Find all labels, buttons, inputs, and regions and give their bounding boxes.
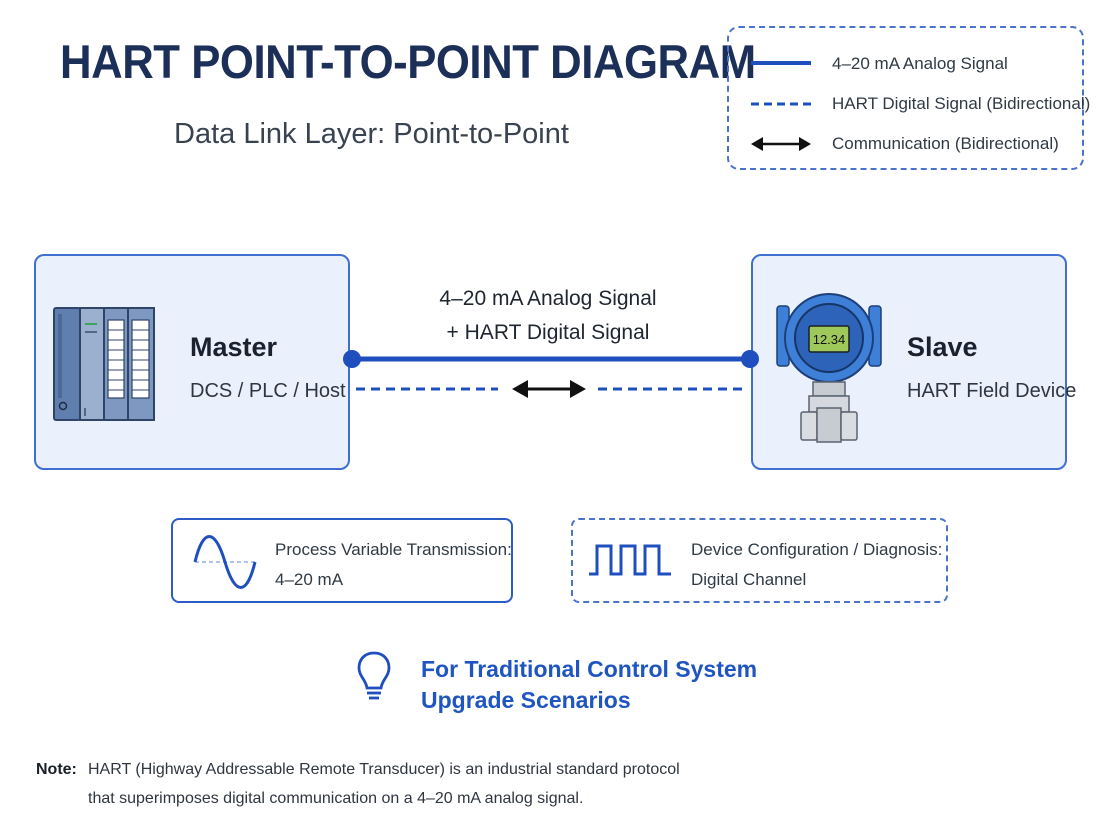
info-line: Process Variable Transmission:	[275, 540, 512, 559]
info-line: Digital Channel	[691, 570, 807, 589]
tip-line2: Upgrade Scenarios	[421, 687, 631, 713]
legend-label: Communication (Bidirectional)	[832, 134, 1059, 153]
info-line: Device Configuration / Diagnosis:	[691, 540, 943, 559]
master-node: Master DCS / PLC / Host	[34, 254, 350, 470]
lightbulb-icon	[357, 651, 391, 700]
field-transmitter-icon: 12.34	[776, 293, 882, 443]
legend-label: HART Digital Signal (Bidirectional)	[832, 94, 1091, 113]
dashed-line-icon	[751, 102, 811, 106]
slave-subtitle: HART Field Device	[907, 380, 1077, 402]
legend-item-communication: Communication (Bidirectional)	[729, 131, 1082, 157]
legend-item-digital: HART Digital Signal (Bidirectional)	[729, 91, 1090, 117]
info-box-digital: Device Configuration / Diagnosis: Digita…	[571, 518, 948, 603]
slave-node: 12.34 Slave HART Field Device	[751, 254, 1076, 470]
square-wave-icon	[589, 544, 671, 576]
master-subtitle: DCS / PLC / Host	[190, 380, 346, 402]
tip-line1: For Traditional Control System	[421, 656, 758, 682]
page-title: HART POINT-TO-POINT DIAGRAM	[60, 35, 756, 88]
info-line: 4–20 mA	[275, 570, 344, 589]
legend-label: 4–20 mA Analog Signal	[832, 54, 1008, 73]
double-arrow-icon	[751, 137, 811, 151]
slave-connection-point	[741, 350, 759, 368]
solid-line-icon	[751, 61, 811, 65]
display-value: 12.34	[813, 332, 846, 347]
master-connection-point	[343, 350, 361, 368]
legend-item-analog: 4–20 mA Analog Signal	[729, 51, 1082, 77]
master-title: Master	[190, 332, 278, 362]
note-label: Note:	[36, 761, 77, 778]
link-label-line1: 4–20 mA Analog Signal	[439, 287, 657, 310]
note-line: HART (Highway Addressable Remote Transdu…	[88, 761, 680, 778]
link-label-line2: + HART Digital Signal	[446, 321, 650, 344]
slave-title: Slave	[907, 332, 978, 362]
sine-wave-icon	[193, 535, 257, 589]
page-subtitle: Data Link Layer: Point-to-Point	[174, 118, 569, 150]
bidirectional-arrow-icon	[512, 380, 586, 398]
connection-lines	[343, 350, 759, 398]
legend: 4–20 mA Analog Signal HART Digital Signa…	[727, 26, 1090, 170]
info-box-analog: Process Variable Transmission: 4–20 mA	[171, 518, 513, 603]
plc-rack-icon	[53, 307, 155, 421]
note-line: that superimposes digital communication …	[88, 790, 584, 807]
